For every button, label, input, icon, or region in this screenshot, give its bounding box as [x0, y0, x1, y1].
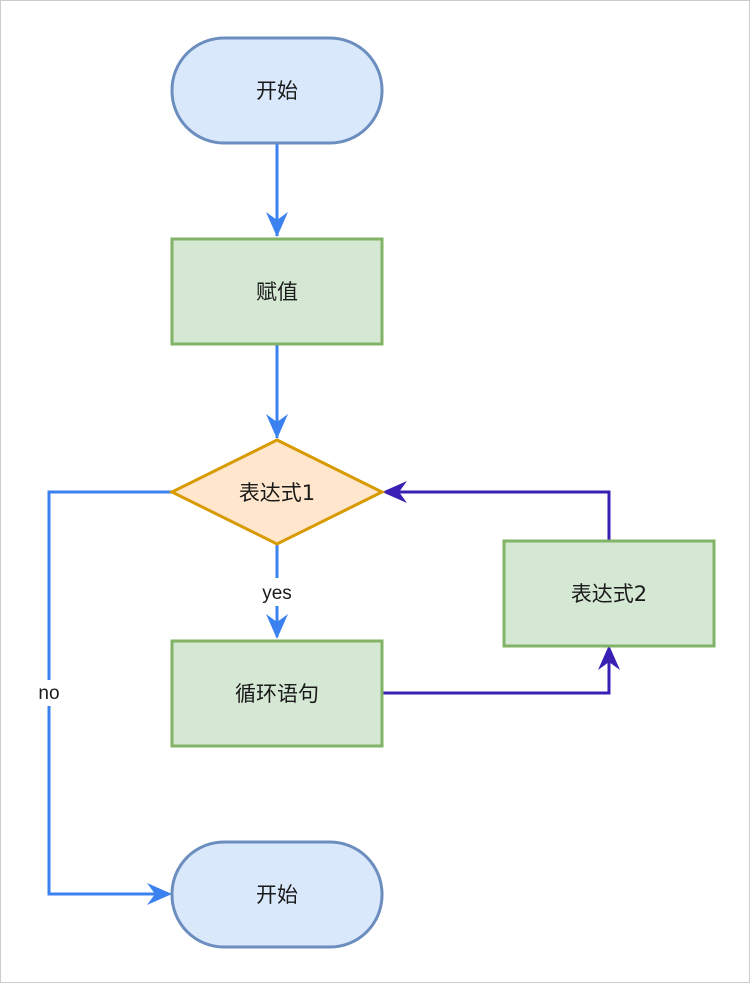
node-loop[interactable]: 循环语句: [170, 639, 384, 748]
node-assign-label: 赋值: [256, 280, 298, 304]
node-assign[interactable]: 赋值: [170, 237, 384, 346]
arrowhead-icon: [598, 645, 620, 670]
edge-expr2-to-expr1: [382, 481, 611, 541]
node-start-label: 开始: [256, 79, 298, 103]
node-start[interactable]: 开始: [170, 36, 384, 145]
edge-expr1-to-end: no: [38, 490, 172, 905]
edge-loop-to-expr2: [383, 645, 620, 695]
node-end-label: 开始: [256, 883, 298, 907]
edge-expr1-to-loop: yes: [262, 545, 292, 639]
edge-start-to-assign: [266, 143, 288, 237]
edge-assign-to-expr1: [266, 345, 288, 439]
node-end[interactable]: 开始: [170, 840, 384, 949]
edge-label-yes: yes: [262, 583, 292, 604]
arrowhead-icon: [266, 614, 288, 639]
arrowhead-icon: [147, 883, 172, 905]
arrowhead-icon: [382, 481, 407, 503]
node-expr2-label: 表达式2: [571, 582, 647, 606]
node-loop-label: 循环语句: [235, 682, 319, 706]
node-expr2[interactable]: 表达式2: [502, 539, 716, 648]
arrowhead-icon: [266, 212, 288, 237]
node-expr1-label: 表达式1: [239, 481, 315, 505]
arrowhead-icon: [266, 414, 288, 439]
edge-label-no: no: [38, 683, 59, 704]
node-expr1-decision[interactable]: 表达式1: [168, 438, 386, 546]
